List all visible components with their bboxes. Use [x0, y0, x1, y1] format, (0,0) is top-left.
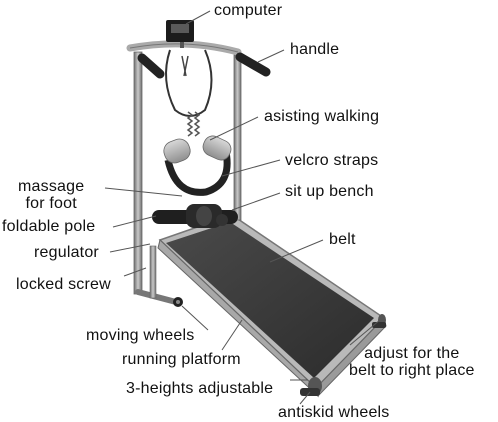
velcro-strap-shape	[163, 135, 232, 196]
label-sit-up-bench: sit up bench	[285, 183, 374, 200]
label-adjust-line2: belt to right place	[349, 362, 475, 379]
label-handle: handle	[290, 41, 340, 58]
regulator-knob	[216, 214, 228, 226]
label-3-heights-adjustable: 3-heights adjustable	[126, 380, 274, 397]
sit-up-bench-shape	[152, 204, 238, 228]
label-velcro-straps: velcro straps	[285, 152, 379, 169]
label-running-platform: running platform	[122, 351, 241, 368]
label-massage-line2: for foot	[25, 195, 77, 212]
label-computer: computer	[214, 2, 283, 19]
leader-lines	[104, 10, 381, 405]
label-regulator: regulator	[34, 244, 99, 261]
assisting-walking-shape	[165, 49, 213, 137]
running-platform-shape	[157, 214, 387, 398]
label-massage-line1: massage	[18, 178, 85, 195]
belt-surface	[166, 222, 374, 378]
handle-shape	[126, 40, 271, 79]
label-antiskid-wheels: antiskid wheels	[278, 404, 390, 421]
label-belt: belt	[329, 231, 356, 248]
label-adjust-line1: adjust for the	[364, 345, 460, 362]
label-moving-wheels: moving wheels	[86, 327, 195, 344]
label-adjust-belt: adjust for the belt to right place	[349, 345, 475, 379]
label-massage-for-foot: massage for foot	[18, 178, 84, 212]
label-assisting-walking: asisting walking	[264, 108, 380, 125]
label-locked-screw: locked screw	[16, 276, 111, 293]
computer-shape	[166, 20, 194, 48]
moving-wheel-shape	[173, 297, 183, 307]
label-foldable-pole: foldable pole	[2, 218, 96, 235]
